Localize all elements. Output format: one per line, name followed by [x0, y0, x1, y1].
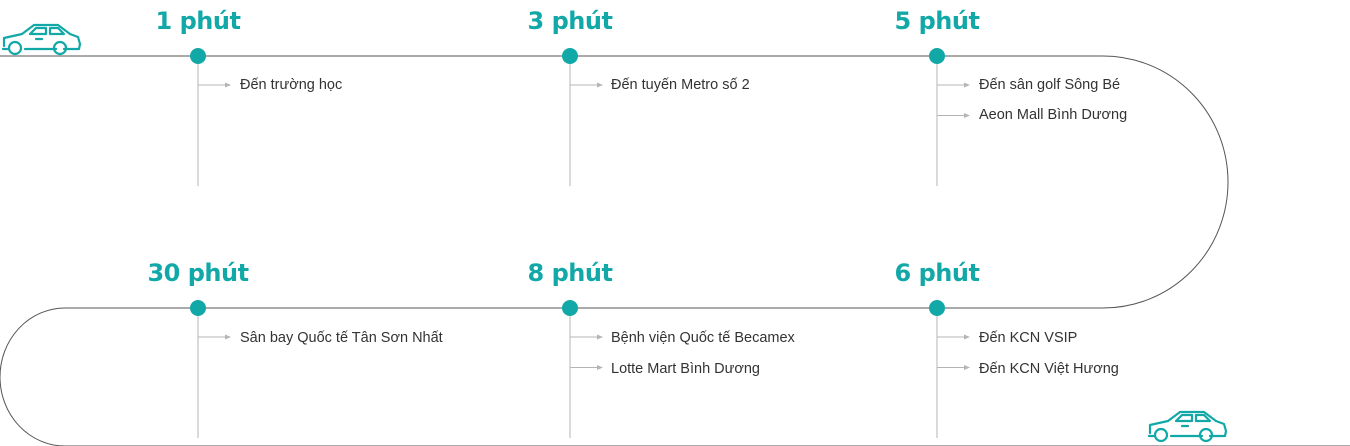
destination-label: Bệnh viện Quốc tế Becamex — [611, 330, 795, 346]
destination-label: Lotte Mart Bình Dương — [611, 361, 760, 377]
stop-time: 3 phút — [527, 7, 613, 35]
stop-time: 30 phút — [147, 259, 249, 287]
destination-label: Sân bay Quốc tế Tân Sơn Nhất — [240, 330, 443, 346]
connector-arrow-icon — [597, 82, 603, 88]
stop-dot — [562, 48, 578, 64]
destination-label: Đến sân golf Sông Bé — [979, 77, 1121, 93]
destination-label: Aeon Mall Bình Dương — [979, 107, 1128, 123]
stop-dot — [190, 48, 206, 64]
connector-arrow-icon — [964, 334, 970, 340]
stop-time: 8 phút — [527, 259, 613, 287]
stop-time: 6 phút — [894, 259, 980, 287]
stop-dot — [562, 300, 578, 316]
car-icon — [1147, 410, 1228, 443]
destination-label: Đến KCN VSIP — [979, 330, 1078, 346]
stop-time: 5 phút — [894, 7, 980, 35]
stop-time: 1 phút — [155, 7, 241, 35]
destination-label: Đến trường học — [240, 77, 343, 93]
connector-arrow-icon — [225, 334, 231, 340]
stop-dot — [929, 48, 945, 64]
connector-arrow-icon — [597, 365, 603, 370]
destination-label: Đến KCN Việt Hương — [979, 361, 1119, 377]
connector-arrow-icon — [225, 82, 231, 88]
connector-arrow-icon — [597, 334, 603, 340]
stop-dot — [929, 300, 945, 316]
car-icon — [1, 23, 82, 56]
stop-marks — [190, 48, 970, 438]
connector-arrow-icon — [964, 82, 970, 88]
stop-dot — [190, 300, 206, 316]
connector-arrow-icon — [964, 365, 970, 370]
road-path — [0, 55, 1350, 446]
destination-label: Đến tuyến Metro số 2 — [611, 77, 750, 93]
connector-arrow-icon — [964, 113, 970, 118]
